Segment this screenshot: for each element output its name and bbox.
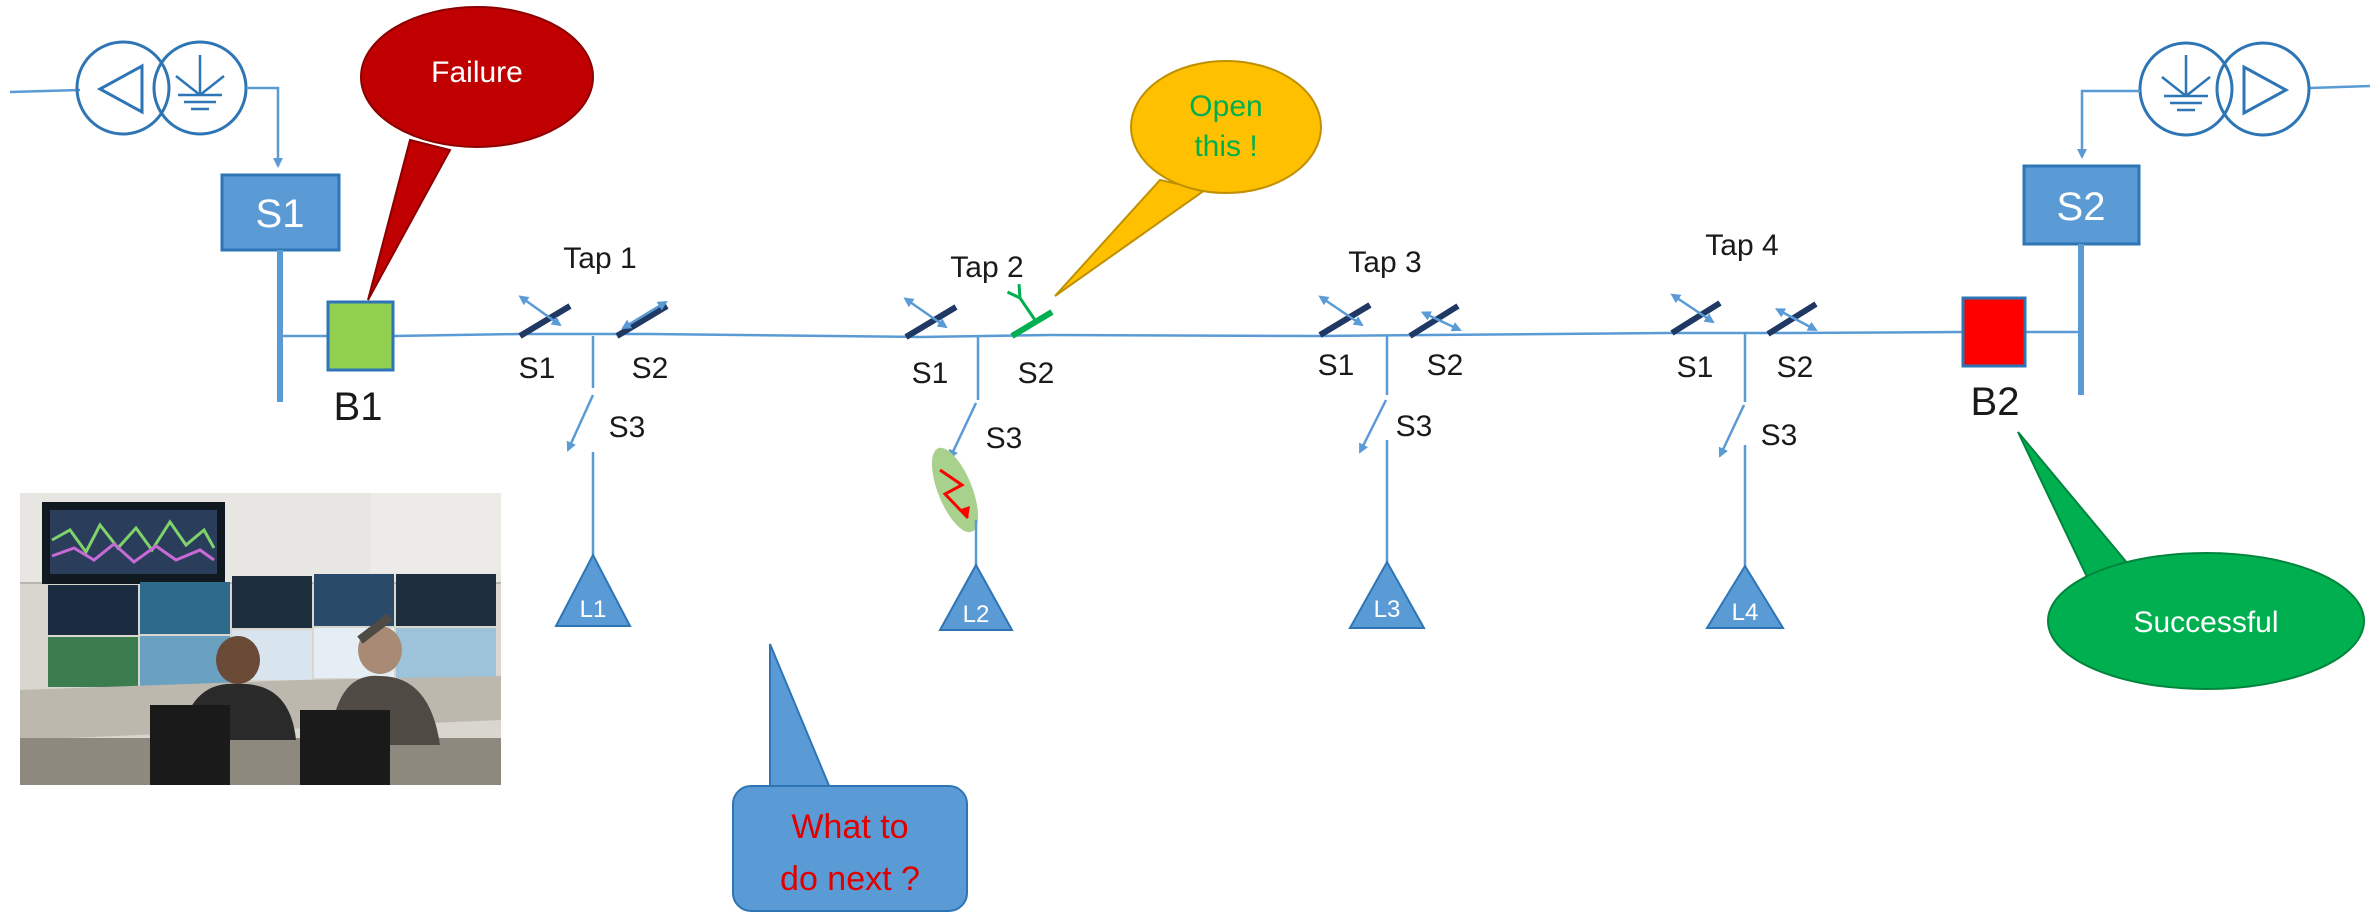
callout-successful-text: Successful — [2133, 606, 2278, 639]
source-label-s2: S2 — [2057, 185, 2106, 229]
tap-2: Tap 2 S1 S2 S3 L2 — [903, 251, 1055, 631]
load-icon — [938, 562, 1014, 631]
breaker-label-b1: B1 — [334, 385, 383, 429]
switch-icon[interactable] — [1670, 300, 1722, 336]
ground-icon — [2161, 55, 2211, 112]
switch-icon[interactable] — [1318, 302, 1372, 338]
ground-icon — [175, 55, 225, 111]
switch-label-s2: S2 — [1018, 357, 1055, 390]
breaker-label-b2: B2 — [1971, 380, 2020, 424]
switch-icon[interactable] — [518, 303, 572, 339]
load-icon — [1705, 564, 1785, 629]
open-switch-icon[interactable] — [1010, 309, 1054, 339]
tap-title: Tap 3 — [1348, 246, 1421, 279]
switch-label-s2: S2 — [1427, 349, 1464, 382]
tap-1: Tap 1 S1 S2 S3 L1 — [518, 242, 669, 627]
breaker-b1[interactable] — [326, 300, 395, 372]
tap-title: Tap 4 — [1705, 229, 1778, 262]
callout-open-text-2: this ! — [1194, 130, 1257, 163]
load-label: L2 — [963, 601, 990, 628]
callout-next-text-2: do next ? — [780, 860, 920, 898]
tap-4: Tap 4 S1 S2 S3 L4 — [1670, 229, 1818, 629]
switch-label-s1: S1 — [519, 352, 556, 385]
switch-icon[interactable] — [1766, 301, 1818, 337]
switch-label-s3: S3 — [609, 411, 646, 444]
tap-title: Tap 2 — [950, 251, 1023, 284]
source-left: S1 — [9, 40, 341, 402]
callout-failure: Failure — [360, 6, 594, 301]
load-icon — [554, 552, 632, 627]
switch-label-s1: S1 — [1677, 351, 1714, 384]
transformer-icon — [2138, 41, 2311, 137]
source-label-s1: S1 — [256, 192, 305, 236]
fault-icon — [931, 447, 979, 533]
switch-icon[interactable] — [904, 304, 958, 340]
switch-label-s3: S3 — [986, 422, 1023, 455]
tap-title: Tap 1 — [563, 242, 636, 275]
tap-3: Tap 3 S1 S2 S3 L3 — [1318, 246, 1464, 629]
callout-open-this: Open this ! — [1054, 60, 1322, 297]
breaker-b2[interactable] — [1961, 296, 2027, 368]
source-right: S2 — [2022, 41, 2371, 395]
callout-what-next: What to do next ? — [732, 643, 968, 912]
callout-successful: Successful — [2017, 431, 2365, 690]
load-label: L1 — [580, 596, 607, 623]
transformer-icon — [75, 40, 248, 136]
feeder-line — [280, 330, 2081, 339]
load-icon — [1348, 559, 1426, 629]
switch-label-s2: S2 — [632, 352, 669, 385]
switch-label-s1: S1 — [912, 357, 949, 390]
callout-open-text-1: Open — [1189, 90, 1262, 123]
switch-label-s1: S1 — [1318, 349, 1355, 382]
switch-icon[interactable] — [1408, 303, 1460, 339]
switch-label-s2: S2 — [1777, 351, 1814, 384]
callout-failure-text: Failure — [431, 56, 523, 89]
switch-label-s3: S3 — [1761, 419, 1798, 452]
switch-label-s3: S3 — [1396, 410, 1433, 443]
switch-icon[interactable] — [615, 303, 669, 339]
control-room-photo — [20, 493, 501, 785]
load-label: L3 — [1374, 596, 1401, 623]
source-box-s1 — [220, 173, 341, 252]
callout-next-text-1: What to — [791, 808, 908, 846]
load-label: L4 — [1732, 599, 1759, 626]
